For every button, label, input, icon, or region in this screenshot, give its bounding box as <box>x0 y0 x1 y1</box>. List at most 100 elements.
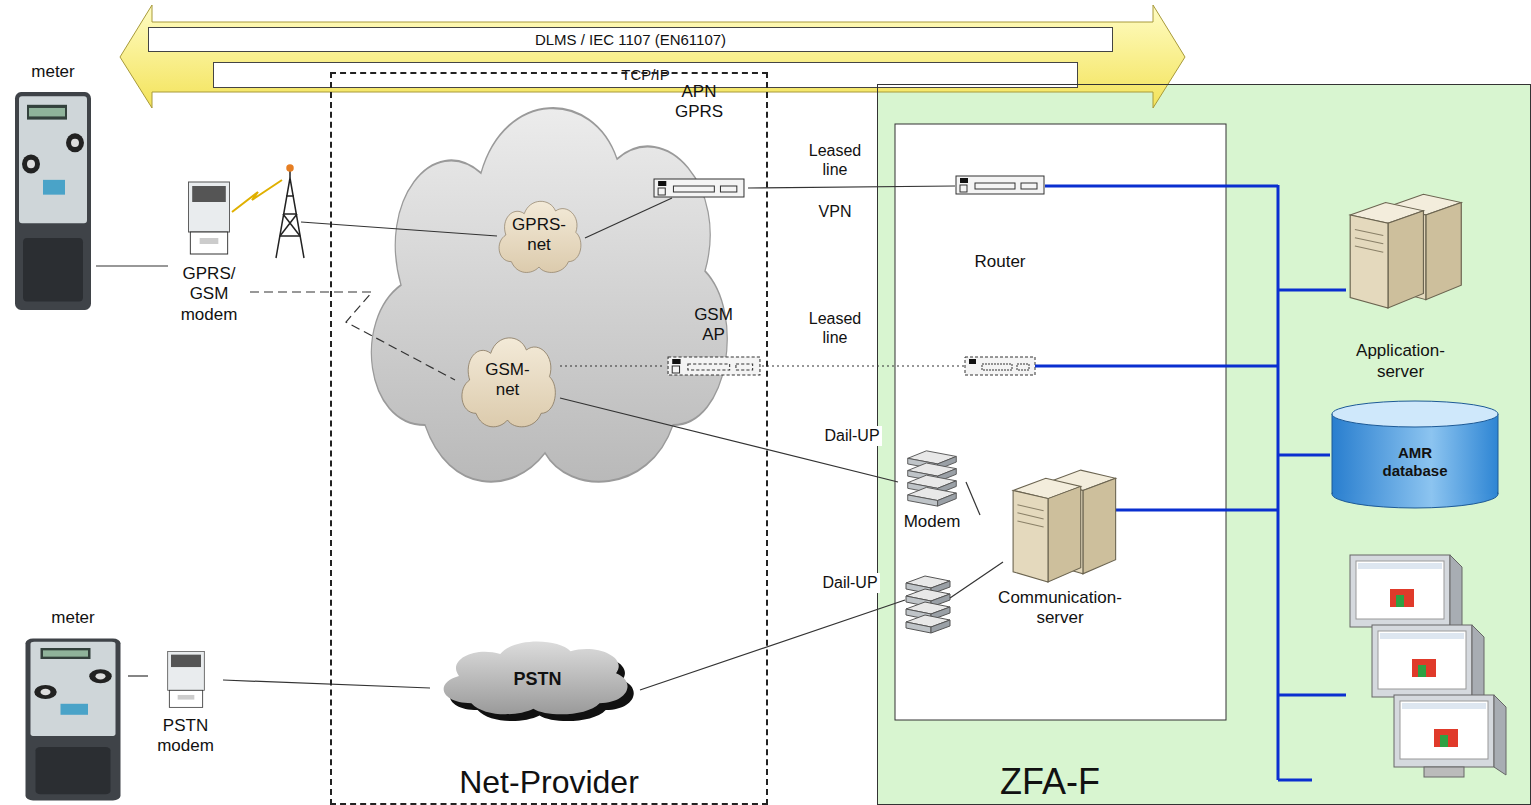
drawing-part <box>287 165 293 171</box>
drawing-part <box>31 642 116 736</box>
drawing-part <box>965 357 1035 375</box>
drawing-part <box>1354 246 1382 252</box>
drawing-part <box>444 641 628 714</box>
drawing-part <box>1278 779 1312 782</box>
modem-icon <box>181 180 237 260</box>
drawing-part <box>1048 486 1081 582</box>
drawing-part <box>283 214 300 236</box>
drawing-part <box>1017 505 1043 511</box>
drawing-part <box>276 178 304 258</box>
drawing-part <box>668 357 760 375</box>
router-icon <box>955 175 1045 195</box>
drawing-part <box>1358 563 1442 569</box>
lan-bus <box>1035 185 1346 780</box>
drawing-part <box>1434 729 1458 747</box>
drawing-part <box>975 183 1015 189</box>
drawing-part <box>23 238 83 301</box>
drawing-part <box>286 195 294 197</box>
node-label: Router <box>974 252 1025 272</box>
drawing-part <box>931 620 950 633</box>
drawing-part <box>1418 665 1426 677</box>
drawing-part <box>66 133 84 152</box>
site-region: ZFA-FRouterModemCommunication- serverApp… <box>877 84 1531 805</box>
modem-stack-icon <box>904 448 960 508</box>
drawing-part <box>171 655 201 667</box>
drawing-part <box>1045 185 1278 188</box>
node-label: Net-Provider <box>332 764 766 801</box>
provider-cloud <box>371 108 727 482</box>
node-label: Communication- server <box>990 588 1130 629</box>
drawing-part <box>462 338 555 427</box>
drawing-part <box>1424 767 1464 777</box>
drawing-part <box>1354 229 1382 235</box>
drawing-part <box>1356 561 1444 619</box>
drawing-part <box>41 689 51 695</box>
drawing-part <box>61 704 89 715</box>
drawing-part <box>735 364 752 370</box>
drawing-part <box>1013 490 1048 582</box>
dial-up-line <box>640 600 905 690</box>
drawing-part <box>1278 289 1346 292</box>
drawing-part <box>687 364 729 370</box>
modem-icon <box>161 650 211 712</box>
drawing-part <box>1017 513 1043 519</box>
edge-label: Leased line <box>803 141 867 179</box>
drawing-part <box>1350 555 1450 627</box>
leased-line <box>762 365 965 366</box>
drawing-part <box>96 673 106 679</box>
drawing-part <box>22 154 40 173</box>
drawing-part <box>1021 183 1037 189</box>
drawing-part <box>1278 694 1346 697</box>
database: AMR database <box>1330 400 1500 510</box>
line-label: VPN <box>817 202 854 221</box>
connector <box>585 198 672 238</box>
node-label: AMR database <box>1375 444 1455 480</box>
modem-wire <box>950 562 1003 598</box>
drawing-part <box>280 235 300 237</box>
drawing-part <box>283 213 297 215</box>
node-label: DLMS / IEC 1107 (EN61107) <box>535 31 726 49</box>
drawing-part <box>41 648 91 659</box>
drawing-part <box>1390 589 1414 607</box>
network-cloud: GSM- net <box>455 330 560 430</box>
drawing-part <box>1017 364 1029 370</box>
drawing-part <box>27 105 67 120</box>
drawing-part <box>960 185 967 192</box>
drawing-part <box>15 92 91 310</box>
drawing-part <box>960 178 968 183</box>
radio-link <box>232 180 282 212</box>
drawing-part <box>1017 521 1043 527</box>
node-label: Modem <box>904 512 961 532</box>
drawing-part <box>1402 703 1486 709</box>
connector <box>560 398 898 482</box>
drawing-part <box>190 232 227 254</box>
drawing-part <box>1472 625 1484 705</box>
drawing-part <box>1350 215 1388 308</box>
drawing-part <box>1372 625 1472 697</box>
drawing-part <box>1498 414 1499 494</box>
drawing-part <box>188 182 229 232</box>
drawing-part <box>1412 659 1436 677</box>
drawing-part <box>1354 238 1382 244</box>
drawing-part <box>982 364 1012 370</box>
edge-label: Dail-UP <box>822 426 881 445</box>
node-label: Application- server <box>1341 341 1461 382</box>
connector <box>96 265 168 266</box>
connector <box>223 680 430 688</box>
drawing-part <box>658 188 665 195</box>
modem: GPRS/ GSM modem <box>168 180 250 340</box>
connector <box>128 675 148 676</box>
drawing-part <box>1396 595 1404 607</box>
node-label: APN GPRS <box>674 82 724 123</box>
drawing-part <box>280 214 297 236</box>
drawing-part <box>1332 414 1333 494</box>
drawing-part <box>1083 478 1116 574</box>
drawing-part <box>1278 454 1330 457</box>
communication-server-icon <box>1000 462 1120 584</box>
access-point: GSM AP <box>665 305 762 376</box>
drawing-part <box>1440 735 1448 747</box>
node-label: TCP/IP <box>621 66 669 84</box>
